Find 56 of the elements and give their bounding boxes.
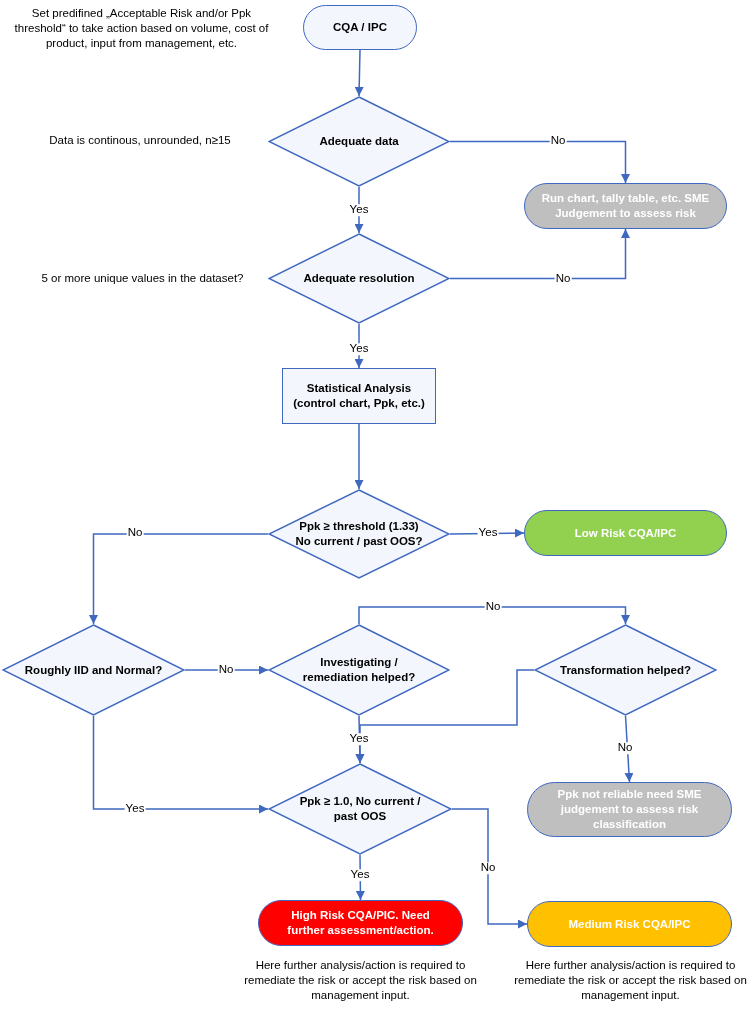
node-text: Ppk ≥ 1.0, No current / past OOS xyxy=(298,794,422,824)
arrow xyxy=(92,715,269,814)
arrow xyxy=(449,140,630,184)
edge-label: Yes xyxy=(124,803,146,815)
node-text: Medium Risk CQA/IPC xyxy=(568,916,691,932)
node-text: Adequate resolution xyxy=(303,271,415,286)
terminal-box xyxy=(258,900,463,946)
arrow xyxy=(89,533,269,625)
annotation-text: Here further analysis/action is required to remediate the risk or accept the risk based on management input. xyxy=(243,958,478,1003)
edge-label: Yes xyxy=(348,343,370,355)
edge-label: Yes xyxy=(477,527,499,539)
decision-diamond xyxy=(268,763,452,855)
decision-diamond xyxy=(268,233,450,324)
arrow xyxy=(354,49,364,97)
edge-label: No xyxy=(554,273,572,285)
decision-diamond xyxy=(534,624,717,716)
edge-label: Yes xyxy=(348,204,370,216)
node-text: Ppk not reliable need SME judgement to assess risk classification xyxy=(556,787,703,832)
node-text: Ppk ≥ threshold (1.33) No current / past OOS? xyxy=(294,519,424,549)
node-text: Low Risk CQA/IPC xyxy=(574,525,677,541)
edge-label: Yes xyxy=(348,733,370,745)
node-text: Statistical Analysis (control chart, Ppk, etc.) xyxy=(292,381,426,411)
process-box xyxy=(282,368,436,424)
arrow xyxy=(358,606,630,625)
start-terminal xyxy=(303,5,417,50)
edge-label: Yes xyxy=(349,869,371,881)
edge-label: No xyxy=(616,742,634,754)
terminal-box xyxy=(524,510,727,556)
node-text: CQA / IPC xyxy=(333,20,387,35)
arrow xyxy=(451,808,528,929)
node-text: Run chart, tally table, etc. SME Judgement to assess risk xyxy=(540,191,711,221)
node-text: Transformation helped? xyxy=(560,662,691,678)
node-text: Roughly IID and Normal? xyxy=(24,662,163,678)
edge-label: No xyxy=(484,601,502,613)
decision-diamond xyxy=(268,489,450,579)
annotation-text: Here further analysis/action is required to remediate the risk or accept the risk based on management input. xyxy=(513,958,748,1003)
arrow xyxy=(355,669,535,764)
arrow xyxy=(354,323,364,369)
annotation-text: Data is continous, unrounded, n≥15 xyxy=(48,133,232,148)
annotation-text: 5 or more unique values in the dataset? xyxy=(40,271,245,286)
terminal-box xyxy=(527,901,732,947)
edge-label: No xyxy=(126,527,144,539)
edge-label: No xyxy=(217,664,235,676)
node-text: Investigating / remediation helped? xyxy=(301,655,417,685)
arrow xyxy=(354,423,364,490)
node-text: Adequate data xyxy=(319,134,399,149)
decision-diamond xyxy=(268,96,450,187)
arrow xyxy=(624,715,634,783)
decision-diamond xyxy=(268,624,450,716)
terminal-box xyxy=(524,183,727,229)
edge-label: No xyxy=(479,862,497,874)
node-text: High Risk CQA/PIC. Need further assessment/action. xyxy=(286,908,435,938)
decision-diamond xyxy=(2,624,185,716)
edge-label: No xyxy=(549,135,567,147)
arrow xyxy=(449,228,630,280)
annotation-text: Set predifined „Acceptable Risk and/or Ppk threshold“ to take action based on volume, cost of product, input from management, etc. xyxy=(14,6,269,51)
